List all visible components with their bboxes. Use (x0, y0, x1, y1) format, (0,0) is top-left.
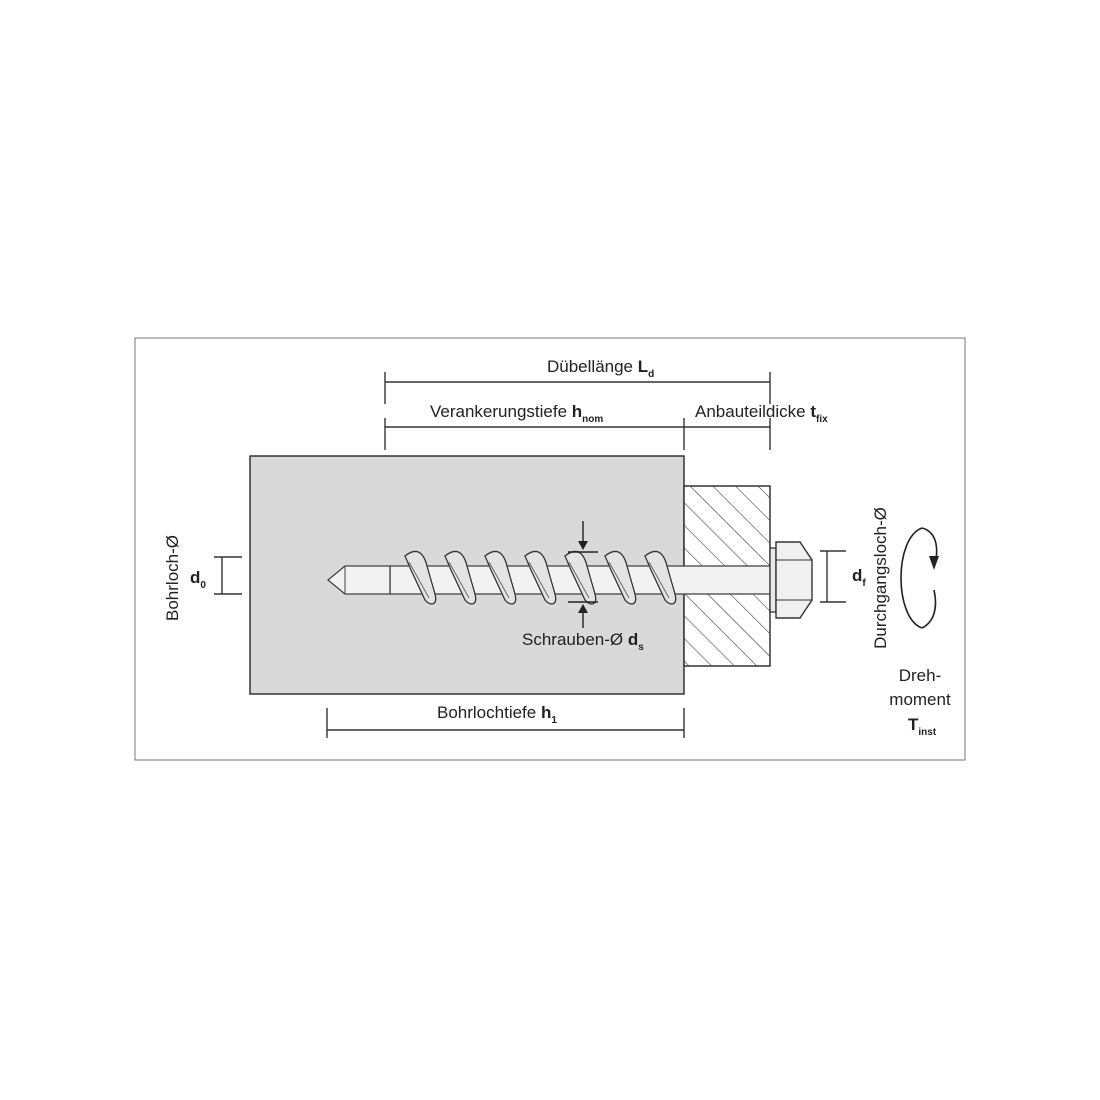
torque-rotation-icon (900, 527, 939, 629)
hex-head (775, 541, 813, 619)
thread-edge (568, 561, 590, 599)
label-drehmoment-1: Dreh- (899, 666, 942, 685)
dimension-h1 (326, 708, 685, 738)
washer (769, 547, 777, 613)
screw-tip (326, 565, 391, 595)
thread-turn (404, 550, 437, 605)
label-durchgangsloch: Durchgangsloch-Ø (871, 507, 890, 649)
screw (326, 541, 813, 619)
thread-turn (444, 550, 477, 605)
label-bohrlochtiefe: Bohrlochtiefe h1 (437, 703, 557, 726)
thread-edge (488, 561, 510, 599)
screw-thread (404, 550, 677, 605)
label-duebellaenge: Dübellänge Ld (547, 357, 654, 380)
thread-turn (484, 550, 517, 605)
label-tinst: Tinst (908, 715, 937, 738)
thread-turn (604, 550, 637, 605)
thread-edge (648, 561, 670, 599)
dimension-hnom-tfix (384, 418, 771, 450)
label-df: df (852, 566, 866, 589)
label-anbauteildicke: Anbauteildicke tfix (695, 402, 828, 425)
thread-edge (528, 561, 550, 599)
dimension-df (820, 550, 846, 603)
thread-turn (644, 550, 677, 605)
thread-edge (448, 561, 470, 599)
label-schrauben-d: Schrauben-Ø ds (522, 630, 644, 653)
dimension-ld (384, 372, 771, 404)
label-d0: d0 (190, 568, 206, 591)
thread-turn (524, 550, 557, 605)
label-verankerungstiefe: Verankerungstiefe hnom (430, 402, 603, 425)
thread-edge (408, 561, 430, 599)
thread-edge (608, 561, 630, 599)
dimension-d0 (214, 556, 242, 595)
label-bohrloch-d: Bohrloch-Ø (163, 535, 182, 621)
label-drehmoment-2: moment (889, 690, 951, 709)
